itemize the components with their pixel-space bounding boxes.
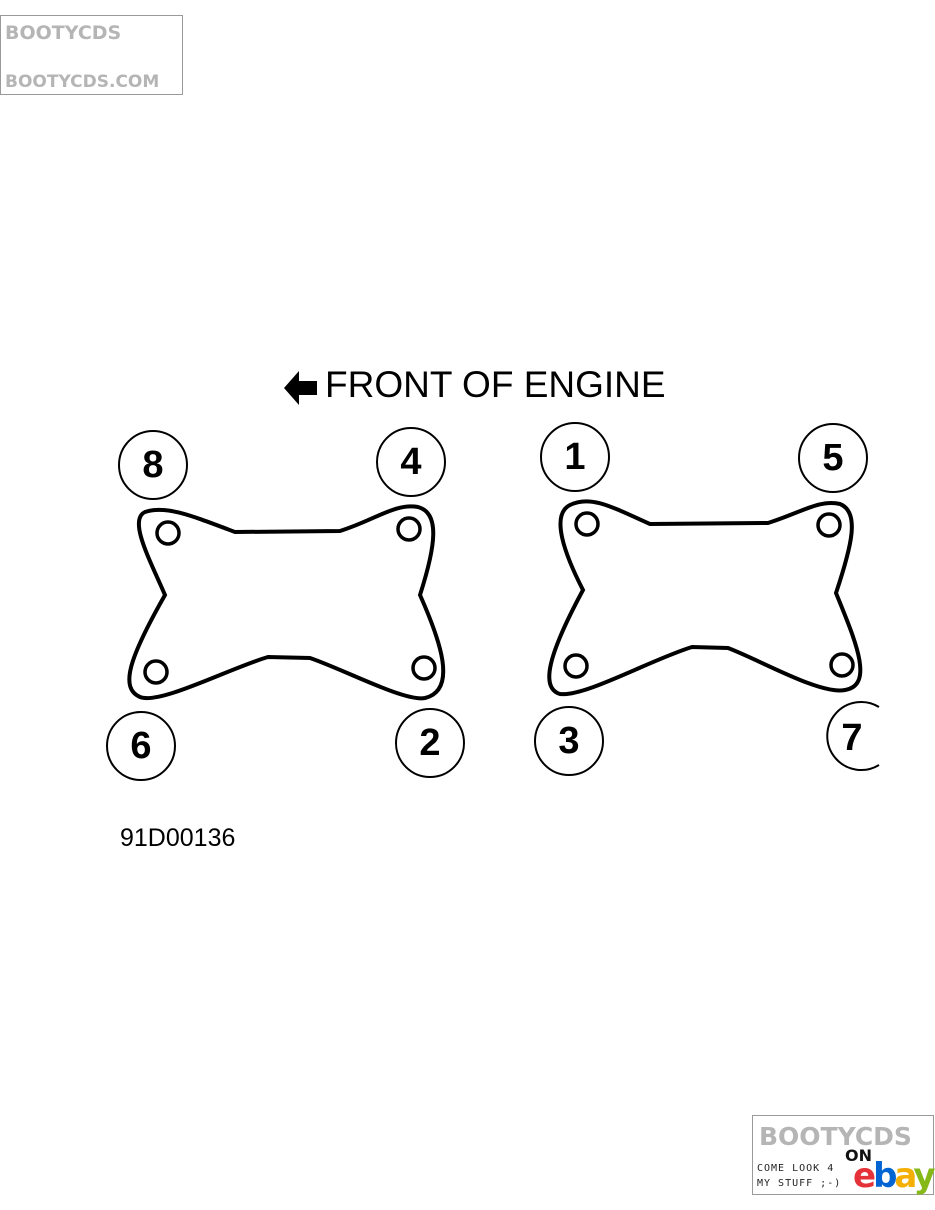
bolt-hole-6 — [143, 659, 169, 685]
bolt-number-8: 8 — [142, 444, 164, 486]
ebay-letter-b: b — [873, 1156, 897, 1196]
sequence-circle-6 — [106, 711, 176, 781]
sequence-circle-8 — [118, 430, 188, 500]
watermark-url: BOOTYCDS.COM — [5, 72, 160, 92]
watermark-text-2: MY STUFF ;-) — [757, 1178, 842, 1189]
sequence-circle-3 — [534, 706, 604, 776]
ebay-letter-a: a — [894, 1156, 916, 1196]
bolt-number-6: 6 — [130, 725, 152, 767]
sequence-circle-2 — [395, 708, 465, 778]
bolt-hole-8 — [155, 520, 181, 546]
bolt-hole-7 — [829, 652, 855, 678]
left-gasket-outline — [127, 504, 446, 701]
bolt-number-3: 3 — [558, 720, 580, 762]
bolt-number-1: 1 — [564, 436, 586, 478]
sequence-circle-7 — [826, 701, 880, 771]
front-arrow-icon — [284, 371, 317, 405]
bootycds-watermark-top: BOOTYCDS BOOTYCDS.COM — [0, 15, 183, 95]
right-gasket-outline — [547, 499, 863, 697]
ebay-logo: ebay — [853, 1156, 935, 1196]
ebay-letter-e: e — [853, 1156, 876, 1196]
sequence-circle-4 — [376, 427, 446, 497]
bolt-hole-4 — [396, 516, 422, 542]
bolt-hole-5 — [816, 512, 842, 538]
watermark-title: BOOTYCDS — [759, 1122, 912, 1151]
bolt-hole-2 — [411, 655, 437, 681]
bolt-number-5: 5 — [822, 437, 844, 479]
watermark-text-1: COME LOOK 4 — [757, 1163, 835, 1174]
ebay-letter-y: y — [913, 1156, 935, 1196]
sequence-circle-1 — [540, 422, 610, 492]
bolt-number-4: 4 — [400, 441, 422, 483]
bootycds-ebay-watermark: BOOTYCDS ON COME LOOK 4 MY STUFF ;-) eba… — [752, 1115, 935, 1196]
watermark-on: ON — [845, 1146, 872, 1165]
bolt-number-7: 7 — [841, 717, 863, 759]
bolt-number-2: 2 — [419, 722, 441, 764]
watermark-title: BOOTYCDS — [5, 22, 122, 44]
front-of-engine-label: FRONT OF ENGINE — [325, 364, 666, 405]
sequence-circle-5 — [798, 423, 868, 493]
bolt-hole-1 — [574, 511, 600, 537]
bolt-hole-3 — [563, 653, 589, 679]
figure-code: 91D00136 — [120, 824, 236, 852]
